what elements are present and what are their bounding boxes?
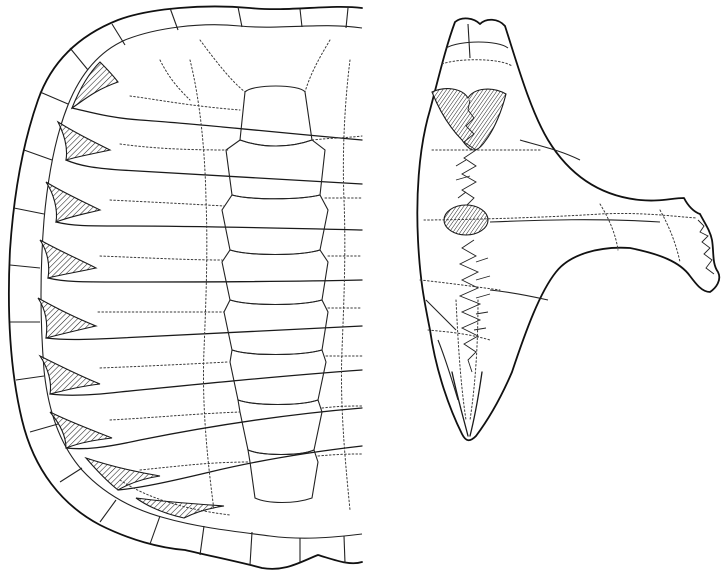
marginal-scute-divisions xyxy=(10,7,348,565)
carapace-outer-margin xyxy=(9,7,362,569)
plastron-illustration xyxy=(417,18,719,440)
carapace-illustration xyxy=(9,7,362,569)
vertebral-scutes xyxy=(222,86,328,503)
bone-sutures xyxy=(98,40,362,515)
rib-end-hatching xyxy=(38,62,224,518)
plastron-anterior-fontanelle xyxy=(432,89,506,150)
